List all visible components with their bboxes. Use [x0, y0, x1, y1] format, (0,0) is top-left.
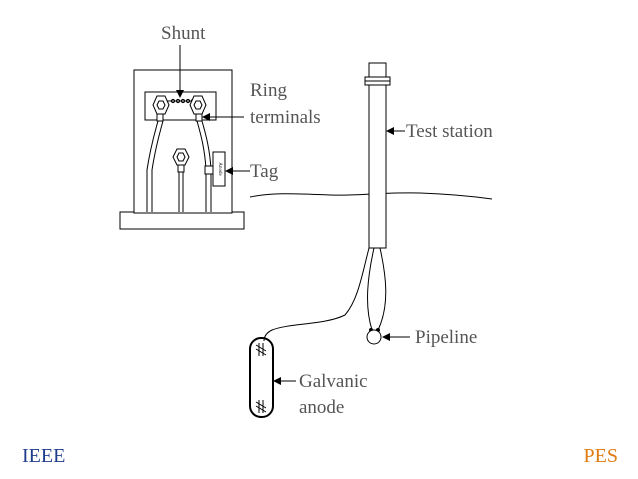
anode-lead-wire	[263, 247, 370, 342]
footer-pes: PES	[583, 445, 618, 467]
anode-body	[249, 337, 274, 418]
tag-plate	[212, 151, 226, 187]
test-station-pipe	[368, 84, 387, 249]
footer-ieee: IEEE	[22, 445, 66, 467]
label-pipeline: Pipeline	[415, 327, 477, 348]
terminal-box: Anode	[119, 69, 245, 230]
label-test-station: Test station	[406, 121, 493, 142]
left-cable-edge	[151, 120, 164, 212]
pointer-arrows	[176, 45, 410, 385]
label-anode-line1: Galvanic	[299, 371, 368, 392]
label-shunt: Shunt	[161, 23, 206, 44]
pipeline-cross-section	[366, 329, 382, 345]
pipeline-lead-left	[367, 247, 375, 331]
right-ring-lug	[195, 113, 203, 122]
terminal-box-base	[119, 211, 245, 230]
left-terminal-nut-icon	[152, 95, 170, 115]
pipeline-lead-right	[377, 247, 387, 331]
left-ring-lug	[156, 113, 164, 122]
right-terminal-nut-icon	[189, 95, 207, 115]
label-ring-line2: terminals	[250, 107, 321, 128]
tag-plate-text: Anode	[217, 162, 222, 176]
middle-ring-lug	[177, 164, 185, 173]
middle-terminal-nut-icon	[172, 148, 190, 166]
anode-top-hatch-icon	[255, 343, 267, 356]
label-tag: Tag	[250, 161, 279, 182]
test-station-post	[364, 62, 391, 249]
label-anode-line2: anode	[299, 397, 344, 418]
galvanic-anode	[249, 337, 274, 418]
label-ring-line1: Ring	[250, 80, 287, 101]
anode-bottom-hatch-icon	[255, 400, 267, 413]
left-cable	[146, 120, 159, 212]
test-station-cap	[368, 62, 387, 78]
cathodic-protection-diagram: Anode	[119, 23, 493, 418]
